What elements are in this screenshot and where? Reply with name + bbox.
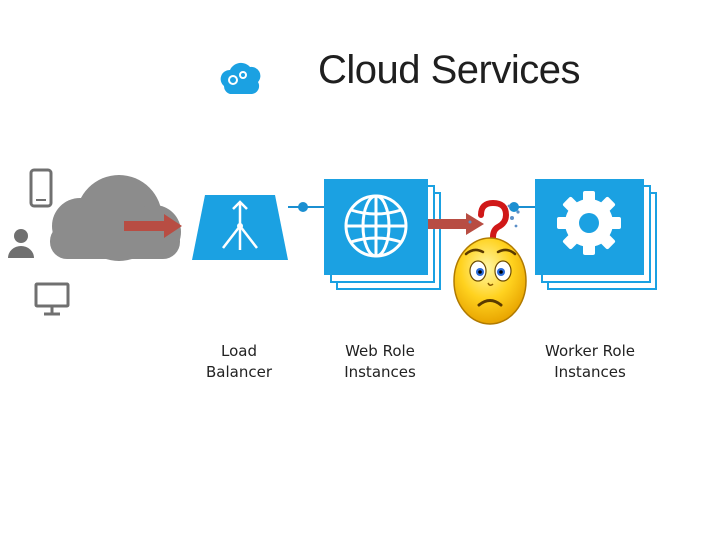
monitor-icon [34,282,70,316]
gear-icon [557,191,621,255]
internet-cloud-icon [50,175,181,261]
caption-line: Instances [554,363,626,381]
caption-worker-role: Worker Role Instances [525,341,655,383]
gears-cloud-icon [220,62,261,94]
arrow-to-load-balancer [124,214,182,238]
phone-icon [29,168,53,208]
user-icon [8,229,34,258]
caption-line: Balancer [206,363,272,381]
caption-line: Instances [344,363,416,381]
globe-icon [344,194,408,258]
caption-line: Web Role [345,342,415,360]
connector-lb-web [288,202,327,212]
web-role-stack [324,179,441,290]
connector-worker [509,202,538,212]
confused-face-icon [453,199,527,325]
caption-web-role: Web Role Instances [320,341,440,383]
load-balancer-icon [192,195,288,260]
caption-line: Worker Role [545,342,635,360]
caption-line: Load [221,342,257,360]
arrow-web-to-worker [428,213,484,235]
caption-load-balancer: Load Balancer [190,341,288,383]
worker-role-stack [535,179,657,290]
page-title: Cloud Services [318,48,581,92]
